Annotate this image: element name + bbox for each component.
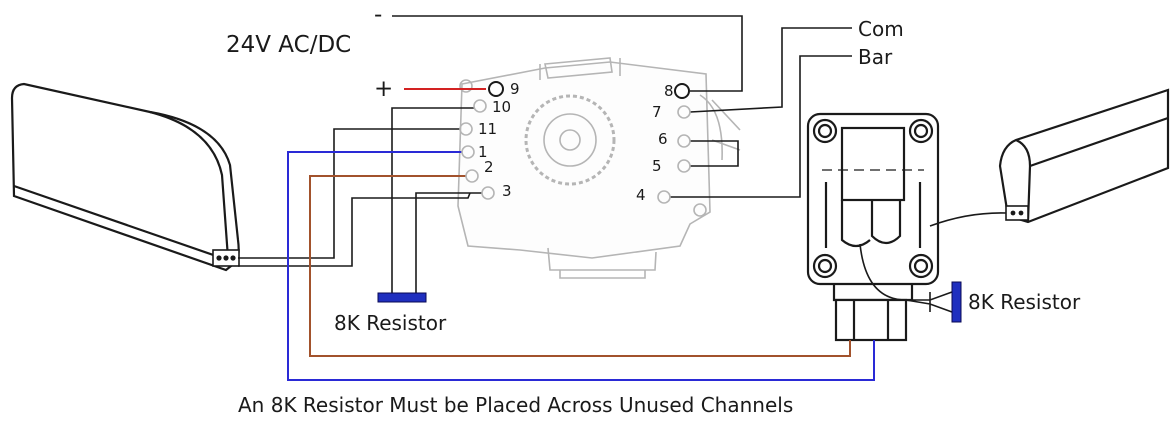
wire-sensor-left-a [238,128,460,259]
control-module [457,57,741,279]
wire-bar [670,55,852,198]
terminal-1-label: 1 [478,143,488,161]
com-label: Com [858,17,904,41]
wire-com [689,27,852,113]
terminal-10-label: 10 [492,98,511,116]
supply-label: 24V AC/DC [226,32,351,58]
terminal-9-label: 9 [510,80,520,98]
wire-resistor-left-b [415,192,482,293]
terminal-1-screw [461,145,475,159]
terminal-5-screw [677,159,691,173]
terminal-8-label: 8 [664,82,674,100]
terminal-3-screw [481,186,495,200]
wire-brown [309,175,851,357]
bar-label: Bar [858,45,893,69]
terminal-11-screw [459,122,473,136]
terminal-9-screw [488,81,504,97]
terminal-3-label: 3 [502,182,512,200]
caption: An 8K Resistor Must be Placed Across Unu… [238,393,793,417]
terminal-4-label: 4 [636,186,646,204]
wire-supply-minus [392,15,743,92]
terminal-2-screw [465,169,479,183]
resistor-left-label: 8K Resistor [334,311,447,335]
supply-minus-label: - [374,2,382,28]
left-sensor-housing [10,82,240,272]
junction-box [806,112,940,342]
right-sensor-housing [998,88,1170,224]
terminal-6-label: 6 [658,130,668,148]
terminal-2-label: 2 [484,158,494,176]
resistor-left-body [377,292,427,303]
terminal-6-screw [677,134,691,148]
terminal-10-screw [473,99,487,113]
wire-sensor-right [929,212,1007,227]
terminal-7-screw [677,105,691,119]
resistor-right-body [951,281,962,323]
wire-resistor-left-a [391,107,474,293]
wire-jumper-6-5 [690,140,739,167]
terminal-4-screw [657,190,671,204]
resistor-right-label: 8K Resistor [968,290,1081,314]
terminal-8-screw [674,83,690,99]
terminal-7-label: 7 [652,103,662,121]
terminal-screws [459,81,691,204]
wire-blue [287,151,875,381]
terminal-11-label: 11 [478,120,497,138]
wire-resistor-right [859,243,953,313]
wire-sensor-left-b [238,192,471,267]
terminal-5-label: 5 [652,157,662,175]
supply-plus-label: + [374,76,393,102]
